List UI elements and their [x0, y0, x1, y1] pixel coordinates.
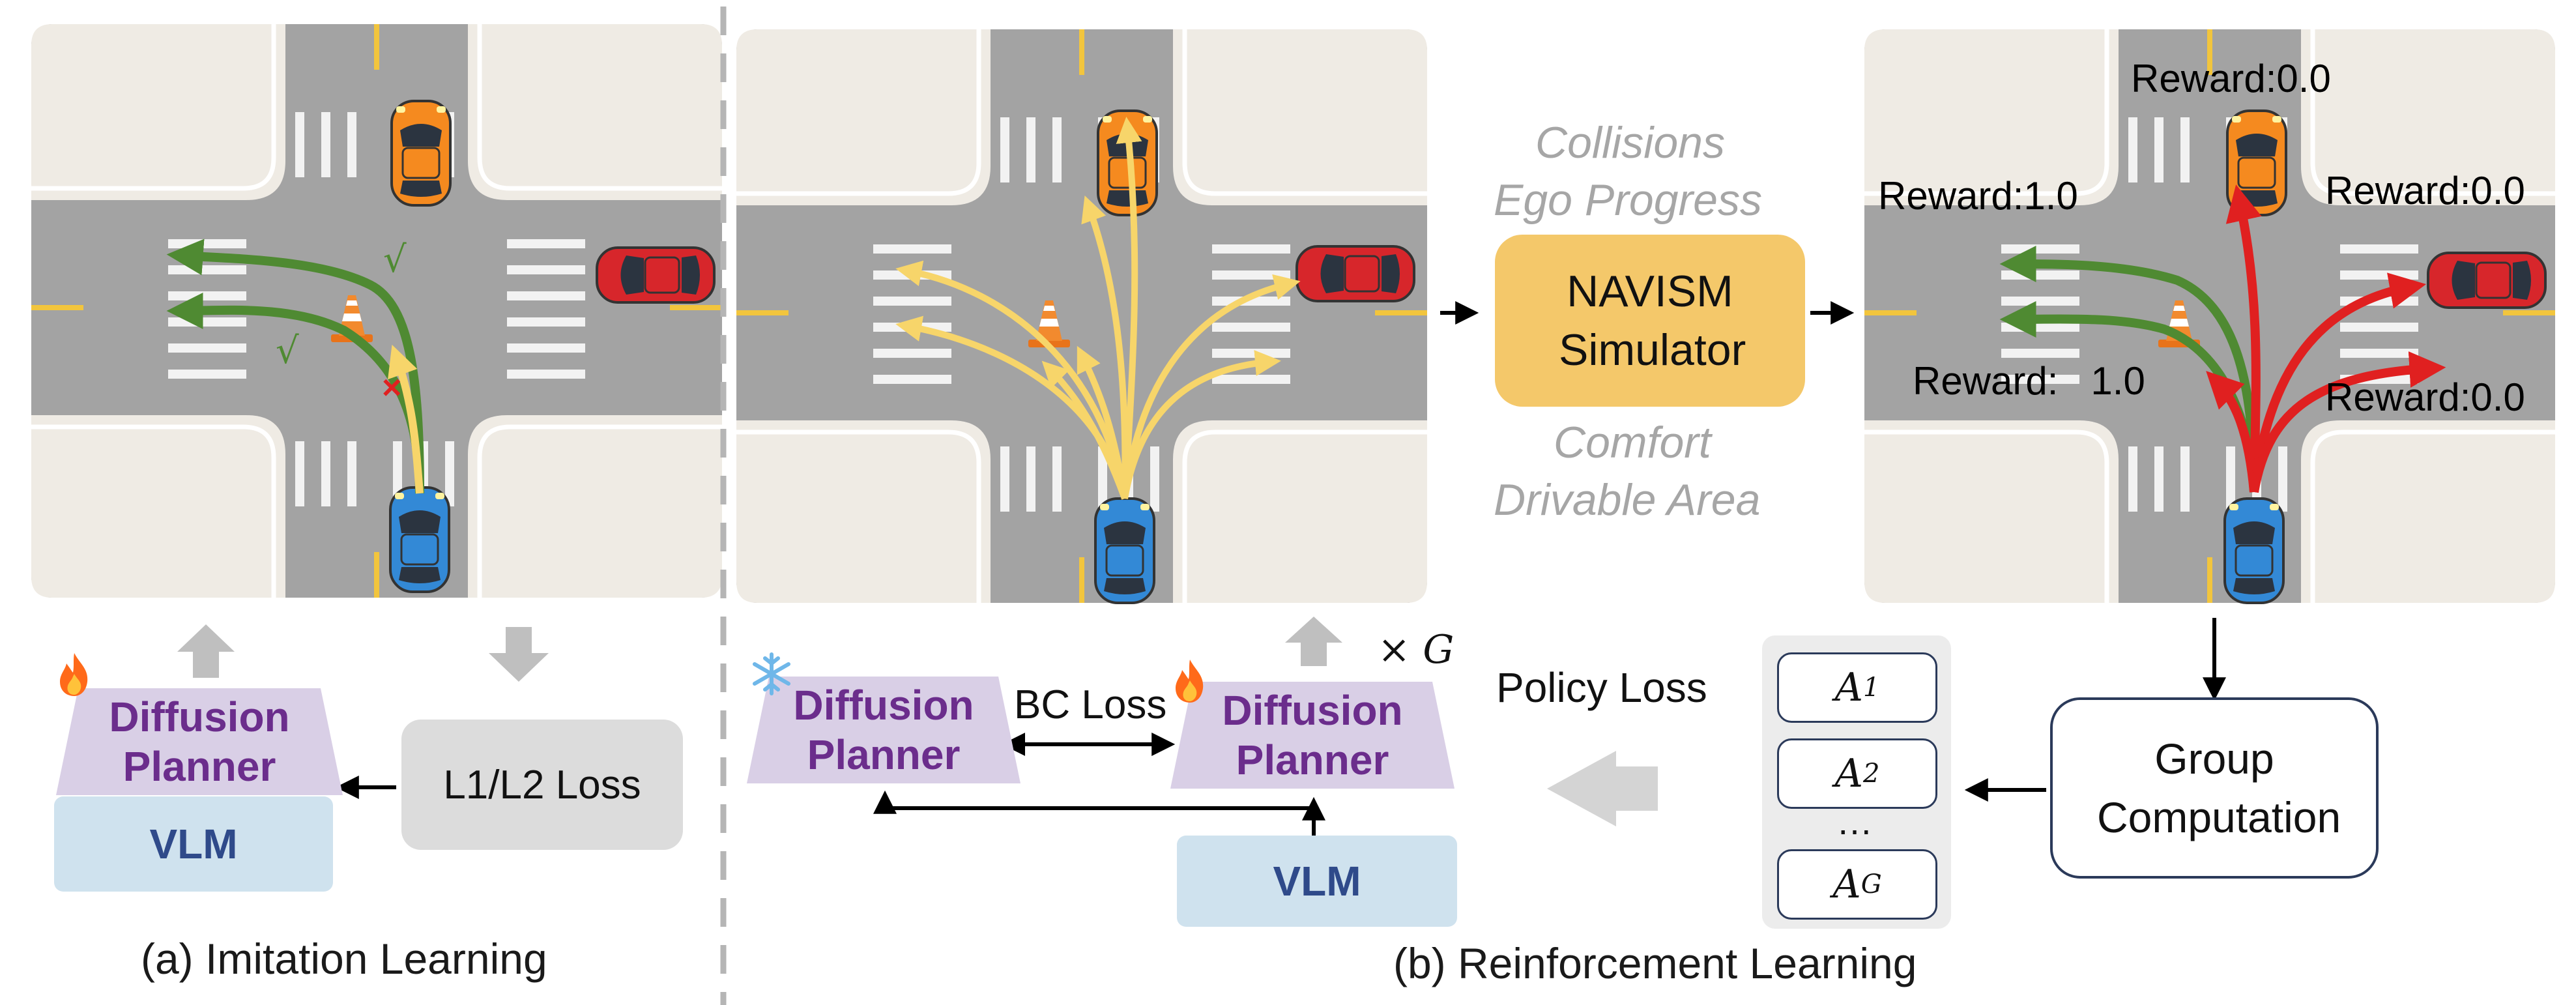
reward-label-left-top: Reward:1.0 [1878, 174, 2078, 218]
group-computation-box: Group Computation [2050, 697, 2379, 879]
bc-loss-label: BC Loss [1014, 682, 1167, 727]
section-divider [720, 7, 727, 1005]
up-block-arrow [177, 624, 235, 678]
frozen-planner: Diffusion Planner [747, 677, 1020, 783]
left-block-arrow [1547, 751, 1658, 826]
metric-collisions: Collisions [1535, 118, 1725, 168]
reward-label-right-top: Reward:0.0 [2325, 169, 2525, 212]
reinforcement-caption: (b) Reinforcement Learning [1393, 939, 1917, 987]
metric-drivable-area: Drivable Area [1494, 475, 1761, 525]
rl-vlm-label: VLM [1273, 858, 1361, 905]
up-block-arrow [1285, 617, 1342, 666]
imitation-planner-shape [56, 688, 343, 795]
simulator-box: NAVISM Simulator [1495, 235, 1805, 407]
group-computation-label: Group Computation [2097, 735, 2341, 841]
candidate-scene [736, 29, 1427, 616]
snowflake-icon [749, 652, 794, 696]
imitation-scene: √ √ × [31, 24, 722, 598]
simulator-label: NAVISM Simulator [1559, 267, 1746, 375]
loss-box: L1/L2 Loss [401, 720, 683, 850]
imitation-vlm: VLM [54, 796, 333, 892]
frozen-planner-title: Diffusion Planner [793, 682, 974, 778]
good-trajectory [1999, 246, 2259, 493]
imitation-vlm-label: VLM [149, 821, 238, 867]
group-multiplier: × G [1378, 627, 1454, 673]
fire-icon [1173, 658, 1207, 704]
imitation-planner: Diffusion Planner [56, 688, 343, 795]
rl-vlm: VLM [1177, 836, 1457, 927]
bad-trajectory [2250, 351, 2446, 493]
imitation-planner-title: Diffusion Planner [109, 693, 290, 790]
good-trajectory [166, 239, 424, 494]
trained-planner: Diffusion Planner [1170, 682, 1454, 789]
cross-mark: × [382, 369, 401, 407]
bad-trajectory [2250, 272, 2427, 493]
reward-scene [1864, 29, 2555, 616]
policy-loss-label: Policy Loss [1496, 664, 1707, 711]
trained-planner-shape [1170, 682, 1454, 789]
reward-label-top: Reward:0.0 [2131, 57, 2331, 100]
imitation-caption: (a) Imitation Learning [141, 935, 547, 983]
reward-label-left-bottom: Reward: 1.0 [1913, 359, 2145, 403]
metric-ego-progress: Ego Progress [1494, 175, 1762, 225]
loss-label: L1/L2 Loss [443, 762, 641, 808]
check-mark: √ [276, 330, 299, 372]
frozen-planner-shape [747, 677, 1020, 783]
candidate-trajectories [895, 117, 1301, 500]
check-mark: √ [383, 239, 407, 281]
reward-label-right-bottom: Reward:0.0 [2325, 375, 2525, 419]
metric-comfort: Comfort [1554, 418, 1711, 467]
advantage-ellipsis: … [1836, 801, 1873, 842]
bad-trajectory [388, 344, 424, 494]
fire-icon [57, 652, 91, 697]
bad-trajectory [2206, 371, 2259, 493]
down-block-arrow [489, 627, 549, 682]
trained-planner-title: Diffusion Planner [1222, 687, 1403, 783]
bad-trajectory [2225, 184, 2262, 493]
